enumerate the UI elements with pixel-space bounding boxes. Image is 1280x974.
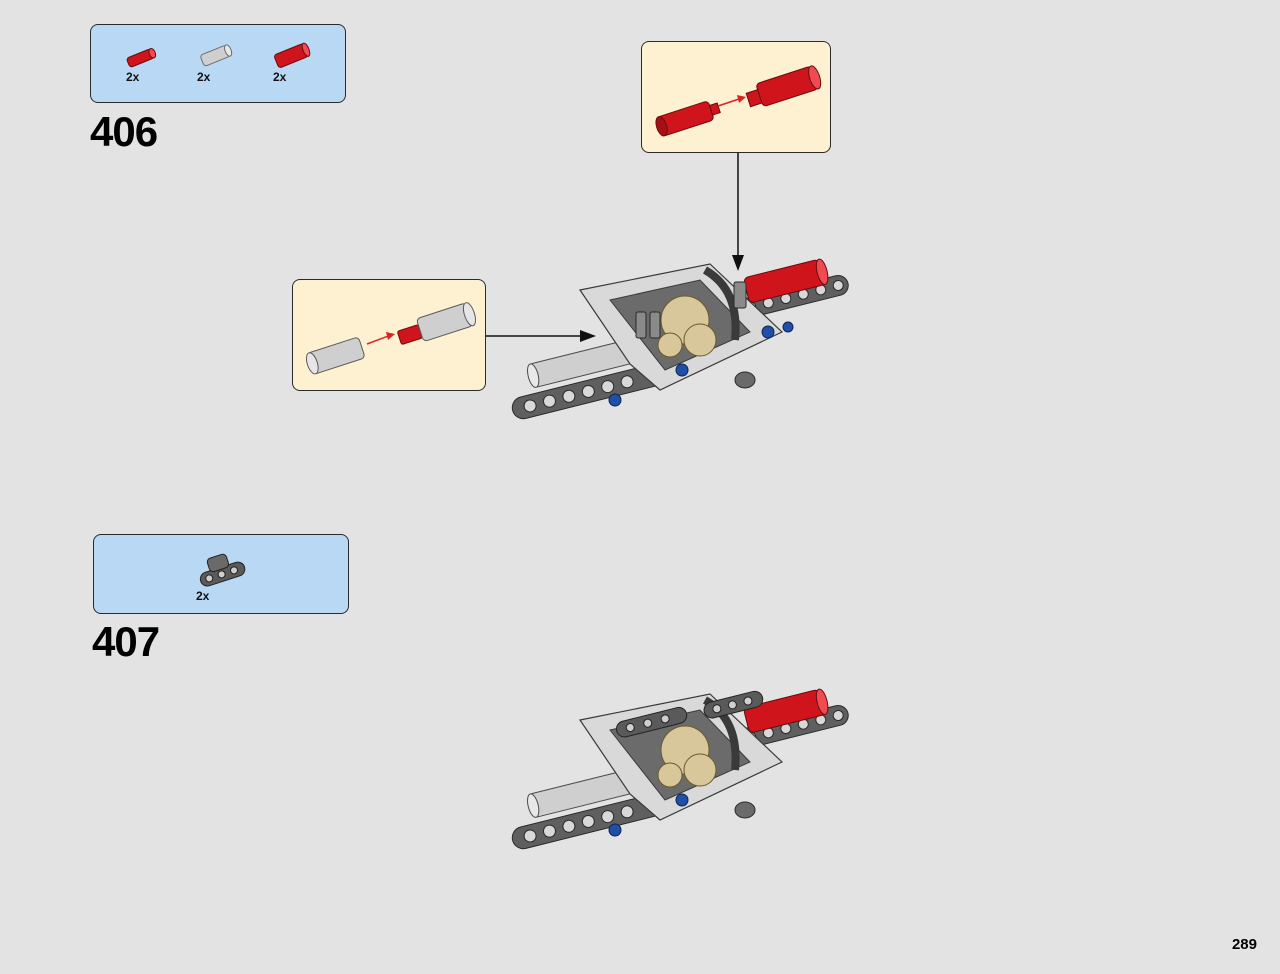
dark-liftarm-part-icon [199, 553, 246, 587]
step-number-407: 407 [92, 618, 160, 665]
gray-axle-assembly-icon [305, 302, 476, 375]
red-long-connector-part-icon [274, 42, 311, 68]
step-407-assembly-illustration [511, 688, 849, 850]
parts-list-step-407: 2x [93, 534, 349, 614]
gray-connector-part-icon [200, 44, 233, 67]
parts-list-step-406: 2x 2x 2x [90, 24, 346, 103]
callout-gray-axle-assembly [292, 279, 486, 391]
part-qty-3: 2x [273, 70, 287, 84]
step-406-assembly-illustration [511, 258, 849, 420]
callout-arrow-down [732, 153, 744, 271]
step-number-406: 406 [90, 108, 158, 155]
page-number: 289 [1231, 936, 1257, 953]
part-qty-4: 2x [196, 589, 210, 603]
part-qty-2: 2x [197, 70, 211, 84]
callout-arrow-right [486, 330, 596, 342]
red-connector-part-icon [126, 47, 157, 68]
callout-red-axle-assembly [641, 41, 831, 153]
red-axle-assembly-icon [655, 65, 822, 137]
part-qty-1: 2x [126, 70, 140, 84]
